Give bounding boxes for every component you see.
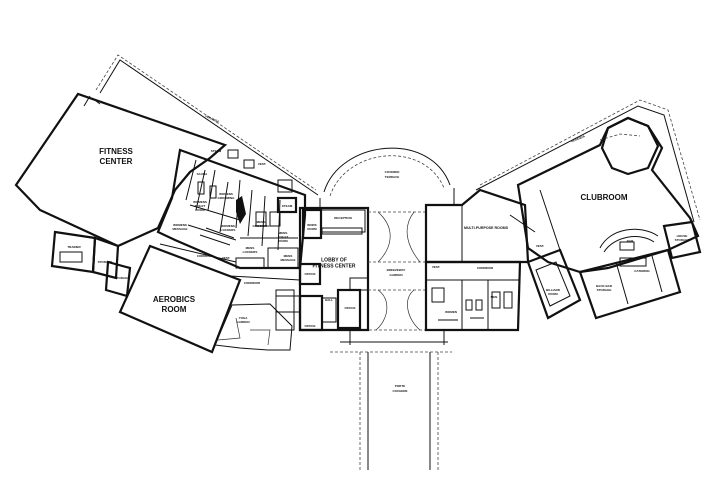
label-mens-toilet-2: TOILET	[278, 235, 289, 239]
label-veranda-right: VERANDA	[570, 134, 586, 144]
label-womens-toilet-2: TOILET	[195, 204, 206, 208]
label-house-storage-2: STORAGE	[675, 238, 690, 242]
label-lobby-2: FITNESS CENTER	[312, 263, 355, 269]
label-womens-lockers: WOMENS	[221, 224, 235, 228]
storage-left	[91, 236, 132, 298]
label-vest-4: VEST.	[432, 265, 441, 269]
label-veranda-left: VERANDA	[204, 114, 220, 124]
label-covered-terrace-2: TERRACE	[385, 175, 400, 179]
label-vest-3: VEST.	[258, 266, 267, 270]
label-womens-lockers-2: LOCKERS	[221, 228, 236, 232]
label-office-1: OFFICE	[305, 272, 316, 276]
label-billiard: BILLIARD	[546, 288, 561, 292]
label-womens-message: WOMENS	[173, 223, 187, 227]
label-women: WOMEN	[445, 310, 457, 314]
label-lobby: LOBBY OF	[321, 257, 347, 263]
label-aerobics: AEROBICS	[153, 295, 196, 304]
label-breezeway-2: GARDEN	[389, 273, 402, 277]
label-mens-grooming: MENS	[257, 220, 266, 224]
trainer-room	[50, 230, 97, 274]
room-labels: VERANDA VERANDA FITNESS CENTER AEROBICS …	[67, 114, 689, 393]
label-mens-grooming-2: GROOMING	[253, 224, 271, 228]
label-womens-toilet-3: ROOM	[195, 208, 205, 212]
yoga-garden	[214, 303, 293, 351]
label-corridor-1: CORRIDOR	[197, 254, 214, 258]
label-covered-terrace: COVERED	[385, 170, 401, 174]
label-aerobics-2: ROOM	[162, 305, 187, 314]
label-yoga: YOGA	[239, 316, 249, 320]
label-steam-2: STEAM	[282, 204, 293, 208]
label-bar: BAR	[627, 239, 634, 243]
label-porte-cochere: PORTE	[395, 384, 405, 388]
label-vest-5: VEST.	[536, 244, 545, 248]
label-men: MEN	[491, 295, 498, 299]
label-breezeway: BREEZEWAY	[387, 268, 406, 272]
label-mens-lockers-2: LOCKERS	[243, 250, 258, 254]
label-work-room: WORK	[307, 223, 317, 227]
label-storage-1: STORAGE	[98, 260, 113, 264]
lobby-block	[275, 206, 370, 332]
label-vest-2: VEST.	[222, 256, 231, 260]
label-womens-grooming: WOMENS	[219, 192, 233, 196]
label-mens-lockers: MENS	[246, 246, 255, 250]
label-womens-toilet: WOMENS	[193, 200, 207, 204]
label-back-bar-2: STORAGE	[597, 288, 612, 292]
label-billiard-2: ROOM	[548, 292, 558, 296]
label-porte-cochere-2: COCHERE	[392, 389, 407, 393]
aerobics-room	[118, 244, 242, 354]
house-storage	[662, 220, 702, 260]
label-catering: CATERING	[634, 269, 650, 273]
label-mens-message: MENS	[284, 254, 293, 258]
catering-block	[578, 248, 682, 320]
label-fitness-center: FITNESS	[99, 147, 133, 156]
label-mens-message-2: MESSAGE	[280, 258, 295, 262]
label-office-3: OFFICE	[345, 306, 356, 310]
label-reception: RECEPTION	[334, 216, 352, 220]
clubroom	[516, 116, 700, 274]
label-work-room-2: ROOM	[307, 227, 317, 231]
label-corridor-3: CORRIDOR	[477, 266, 494, 270]
label-corridor-2: CORRIDOR	[244, 281, 261, 285]
porte-cochere	[330, 330, 452, 470]
label-vest-1: VEST.	[258, 162, 267, 166]
locker-spa-block	[156, 148, 307, 270]
fitness-center	[14, 92, 228, 248]
label-steam-1: STEAM	[211, 149, 222, 153]
label-back-bar: BACK BAR	[596, 284, 613, 288]
corridor-left	[159, 243, 301, 281]
label-sauna: SAUNA	[197, 172, 209, 176]
label-trainer: TRAINER	[67, 245, 81, 249]
label-fitness-center-2: CENTER	[100, 157, 133, 166]
billiard-room	[526, 248, 582, 320]
label-house-storage: HOUSE	[677, 234, 688, 238]
label-womens-message-2: MESSAGE	[172, 227, 187, 231]
label-clubroom: CLUBROOM	[580, 193, 627, 202]
restroom-block	[424, 260, 522, 332]
label-womens-grooming-2: GROOMING	[218, 196, 236, 200]
label-hall: HALL	[325, 298, 333, 302]
label-storage-2: STORAGE	[115, 276, 130, 280]
label-office-2: OFFICE	[305, 324, 316, 328]
label-mens-toilet: MENS	[279, 231, 288, 235]
label-mens-toilet-3: ROOM	[278, 239, 288, 243]
veranda-railing	[95, 54, 701, 223]
covered-terrace	[319, 147, 455, 208]
label-multi-purpose: MULTI-PURPOSE ROOMS	[464, 226, 509, 230]
label-yoga-2: GARDEN	[236, 320, 249, 324]
